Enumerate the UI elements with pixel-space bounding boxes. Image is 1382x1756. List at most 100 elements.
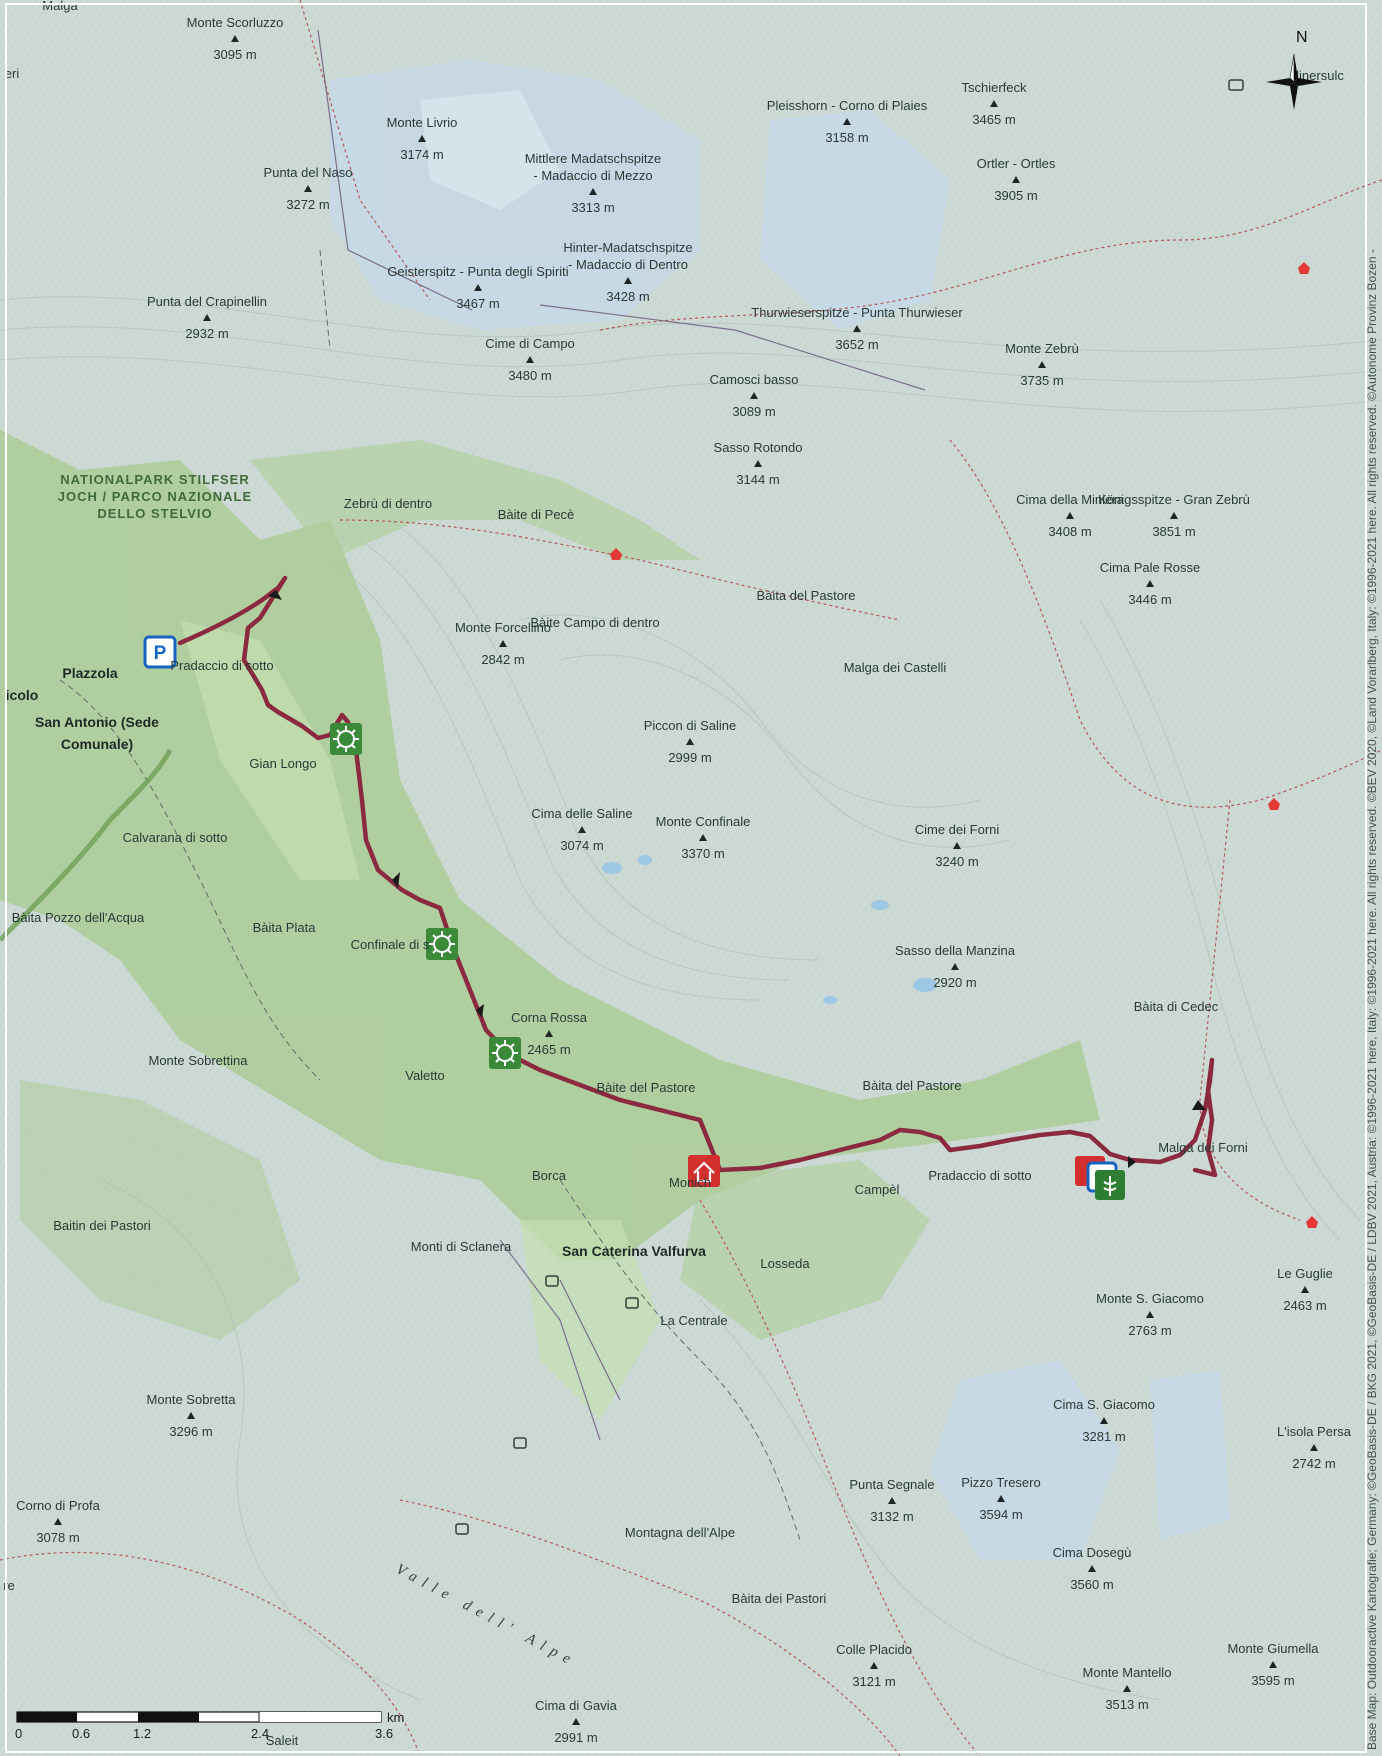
peak-name: Monte Scorluzzo [187, 15, 284, 30]
viewpoint-icon[interactable] [489, 1037, 521, 1069]
place-label: Monich [669, 1175, 711, 1190]
glacier-areas [330, 60, 1230, 1560]
hut-markers [610, 262, 1318, 1228]
peak-name: Cima S. Giacomo [1053, 1397, 1155, 1412]
peak-elevation: 3513 m [1105, 1697, 1148, 1712]
place-label: Confinale di s [351, 937, 430, 952]
peak-15: Cima della Miniera 3408 m [1016, 492, 1124, 539]
peak-marker [853, 325, 861, 332]
peak-elevation: 3158 m [825, 130, 868, 145]
place-label: Losseda [760, 1256, 810, 1271]
peak-name: Cima Dosegù [1053, 1545, 1132, 1560]
viewpoint-icon[interactable] [330, 723, 362, 755]
park-label: NATIONALPARK STILFSER JOCH / PARCO NAZIO… [58, 472, 252, 521]
peak-name: Sasso della Manzina [895, 943, 1016, 958]
meadow-highlights [180, 620, 660, 1420]
peak-marker [1146, 580, 1154, 587]
peak-name: Piccon di Saline [644, 718, 737, 733]
peak-marker [1301, 1286, 1309, 1293]
peak-10: Thurwieserspitze - Punta Thurwieser3652 … [751, 305, 963, 352]
place-label: Zebrù di dentro [344, 496, 432, 511]
peak-name: Tschierfeck [961, 80, 1027, 95]
town-label: icolo [6, 687, 39, 703]
place-label: Bàita di Cedec [1134, 999, 1219, 1014]
peak-name: Cima Pale Rosse [1100, 560, 1200, 575]
peak-elevation: 3428 m [606, 289, 649, 304]
peak-marker [231, 35, 239, 42]
viewpoint-icon[interactable] [426, 928, 458, 960]
place-label: Bàite del Pastore [596, 1080, 695, 1095]
peak-37: Cima di Gavia 2991 m [535, 1698, 617, 1745]
peak-elevation: 3174 m [400, 147, 443, 162]
town-label: San Antonio (Sede [35, 714, 159, 730]
peak-name: Cime di Campo [485, 336, 575, 351]
peak-name: Monte Giumella [1227, 1641, 1319, 1656]
flora-icon[interactable] [1095, 1170, 1125, 1200]
peak-marker [953, 842, 961, 849]
peak-elevation: 3370 m [681, 846, 724, 861]
peak-name: Monte Sobretta [147, 1392, 237, 1407]
peak-12: Cime di Campo 3480 m [485, 336, 575, 383]
park-boundary [0, 748, 173, 942]
peak-name: Pizzo Tresero [961, 1475, 1040, 1490]
peak-name: Cima della Miniera [1016, 492, 1124, 507]
peak-elevation: 3296 m [169, 1424, 212, 1439]
peak-elevation: 3851 m [1152, 524, 1195, 539]
route-direction-arrows [268, 590, 1206, 1168]
map-frame [5, 3, 1367, 1753]
peak-name: Pleisshorn - Corno di Plaies [767, 98, 928, 113]
hike-route[interactable] [177, 575, 1218, 1178]
peak-marker [589, 188, 597, 195]
peak-elevation: 3480 m [508, 368, 551, 383]
peak-elevation: 3132 m [870, 1509, 913, 1524]
peak-name: L'isola Persa [1277, 1424, 1352, 1439]
peak-name: Cima di Gavia [535, 1698, 617, 1713]
peak-marker [754, 460, 762, 467]
park-label-line-2: JOCH / PARCO NAZIONALE [58, 489, 252, 504]
peak-name-line-2: - Madaccio di Dentro [568, 257, 688, 272]
cable-car-lines [317, 29, 926, 1441]
peak-marker [1088, 1565, 1096, 1572]
place-label: Pradaccio di sotto [170, 658, 273, 673]
place-label: Bàite Campo di dentro [530, 615, 659, 630]
peak-elevation: 3272 m [286, 197, 329, 212]
peak-elevation: 3408 m [1048, 524, 1091, 539]
compass-rose: N [1266, 29, 1322, 110]
parking-icon[interactable]: P [143, 635, 177, 669]
peak-marker [1170, 512, 1178, 519]
peak-marker [1066, 512, 1074, 519]
place-label: Montagna dell'Alpe [625, 1525, 735, 1540]
peak-name: Monte Forcellino [455, 620, 551, 635]
mountain-hut-icon[interactable] [688, 1155, 720, 1187]
peak-4: Pleisshorn - Corno di Plaies 3158 m [767, 98, 928, 145]
town-label: Plazzola [62, 665, 117, 681]
peak-name: Monte Confinale [656, 814, 751, 829]
peak-name: Monte Mantello [1083, 1665, 1172, 1680]
place-label: Gian Longo [249, 756, 316, 771]
town-label: Comunale) [61, 736, 133, 752]
place-label: Bàite di Pecè [498, 507, 575, 522]
peak-elevation: 3089 m [732, 404, 775, 419]
peak-elevation: 2991 m [554, 1730, 597, 1745]
peak-marker [203, 314, 211, 321]
scale-tick-4: 3.6 [375, 1726, 393, 1741]
